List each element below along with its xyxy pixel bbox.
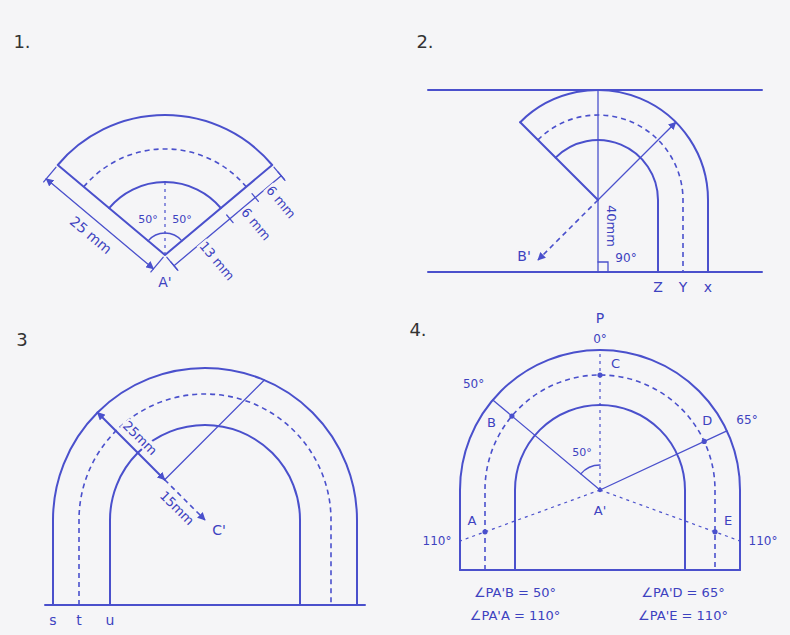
dimension-label: 40mm <box>605 204 618 248</box>
base-line <box>460 569 740 571</box>
parallel-line <box>428 90 762 272</box>
panel-number: 2. <box>415 33 434 51</box>
angle-ray <box>493 400 727 490</box>
centre-arc <box>79 394 331 605</box>
point-mark <box>702 439 707 444</box>
arch-figure-4 <box>460 350 740 570</box>
arch-figure-3 <box>45 368 365 605</box>
panel-number: 4. <box>408 321 427 339</box>
angle-equation: ∠PA'A = 110° <box>469 609 562 622</box>
vertical-line <box>597 90 598 272</box>
point-mark <box>482 529 487 534</box>
angle-label: 50° <box>571 447 593 458</box>
point-label: Y <box>678 280 689 294</box>
radial-edge <box>520 122 598 200</box>
outer-arc <box>53 368 357 605</box>
point-label: C <box>610 357 621 370</box>
point-label: E <box>723 514 733 527</box>
point-label: u <box>105 613 116 627</box>
point-label: A' <box>157 275 172 289</box>
right-angle-mark <box>598 262 608 272</box>
angle-label: 0° <box>592 333 608 345</box>
extension-line <box>167 167 285 270</box>
point-mark <box>712 529 717 534</box>
dimension-label: 13 mm <box>197 238 238 283</box>
radius-arrow <box>598 122 676 200</box>
point-mark <box>597 372 602 377</box>
angle-arc <box>581 465 600 474</box>
panel-number: 1. <box>12 33 31 51</box>
radius-arrow <box>538 200 598 260</box>
point-label: A <box>467 514 478 527</box>
dimension-label: 15mm <box>157 488 197 528</box>
angle-equation: ∠PA'B = 50° <box>473 586 557 599</box>
inner-arc <box>556 140 658 272</box>
point-label: C' <box>211 523 227 537</box>
centre-arc <box>538 115 683 272</box>
centre-arc <box>84 149 246 187</box>
angle-equation: ∠PA'E = 110° <box>637 609 729 622</box>
extension-line <box>44 167 163 272</box>
dimension-label: 25mm <box>119 417 159 457</box>
sector-figure-1 <box>44 115 285 272</box>
angle-equation: ∠PA'D = 65° <box>640 586 725 599</box>
point-label: x <box>703 280 713 294</box>
point-label: Z <box>652 280 664 294</box>
point-label: s <box>48 613 57 627</box>
point-label: D <box>701 414 713 427</box>
angle-label: 50° <box>137 214 159 225</box>
angle-label: 50° <box>171 214 193 225</box>
angle-label: 90° <box>614 252 637 264</box>
angle-ray <box>460 350 740 541</box>
dimension-label: 6 mm <box>238 204 273 243</box>
dimension-label: 6 mm <box>263 183 298 222</box>
base-line <box>45 604 365 606</box>
angle-label: 110° <box>748 535 779 547</box>
point-mark <box>509 414 514 419</box>
outer-arc <box>520 90 708 272</box>
radius-line <box>165 380 265 480</box>
bend-figure-2 <box>428 90 762 272</box>
centre-point <box>598 488 602 492</box>
dimension-label: 25 mm <box>67 213 115 257</box>
radius-line <box>98 413 165 480</box>
angle-label: 50° <box>462 378 485 390</box>
angle-label: 110° <box>422 535 453 547</box>
point-label: B <box>486 416 497 429</box>
outer-arc <box>460 350 740 570</box>
panel-number: 3 <box>15 331 28 349</box>
inner-arc <box>110 425 300 605</box>
point-label: t <box>75 613 83 627</box>
bisector-line <box>164 182 165 255</box>
angle-arc <box>148 233 182 241</box>
angle-label: 65° <box>735 414 758 426</box>
point-label: A' <box>593 504 607 517</box>
point-label: P <box>595 311 605 325</box>
point-label: B' <box>516 249 531 263</box>
